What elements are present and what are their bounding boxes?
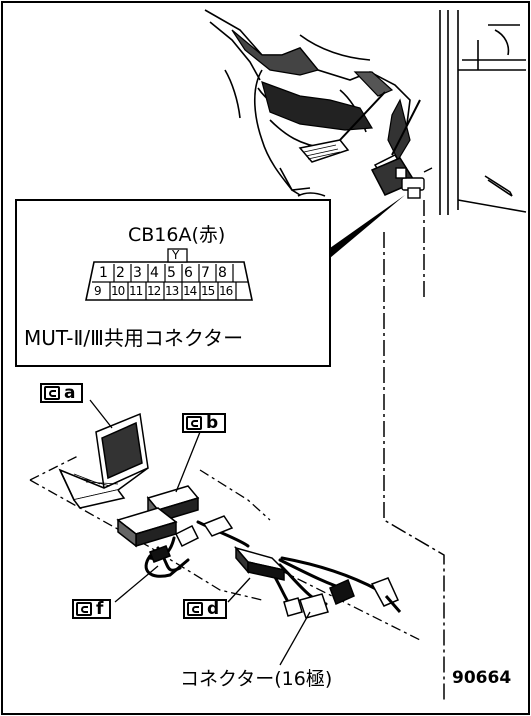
- connector-pin-row-top: 1 2 3 4 5 6 7 8: [97, 265, 250, 282]
- pin-label: 2: [116, 265, 125, 281]
- callout-letter: a: [64, 383, 76, 403]
- connector-pin-row-bottom: 9 10 11 12 13 14 15 16: [92, 284, 252, 300]
- pin-label: 3: [133, 265, 142, 281]
- figure-number: 90664: [452, 668, 512, 688]
- tool-icon: [186, 416, 202, 430]
- pin-label: 14: [183, 284, 197, 298]
- leader-wedge: [330, 195, 405, 258]
- brake-pedal: [298, 91, 386, 163]
- callout-d: d: [183, 599, 228, 619]
- pin-label: 4: [150, 265, 159, 281]
- callout-letter: f: [96, 599, 104, 619]
- callout-b: b: [182, 413, 227, 433]
- callout-letter: b: [206, 413, 219, 433]
- callout-letter: d: [207, 599, 220, 619]
- pin-label: 6: [184, 265, 193, 281]
- splitter-box: [233, 545, 287, 581]
- door-pillar: [439, 10, 527, 215]
- pin-label: 15: [201, 284, 215, 298]
- connector-caption: MUT-Ⅱ/Ⅲ共用コネクター: [24, 326, 244, 350]
- plug-heads: [149, 515, 402, 619]
- pin-label: 16: [219, 284, 233, 298]
- tool-icon: [44, 386, 60, 400]
- callout-a: a: [40, 383, 84, 403]
- pin-label: 5: [167, 265, 176, 281]
- pin-label: 9: [94, 284, 102, 298]
- pin-label: 7: [201, 265, 210, 281]
- diagnostic-socket: [395, 167, 433, 199]
- connector-marker: Y: [172, 248, 180, 262]
- tool-icon: [187, 602, 203, 616]
- connector-outline: [85, 261, 253, 301]
- callout-leaders: [89, 399, 311, 666]
- connector-title: CB16A(赤): [128, 224, 226, 246]
- dashboard-shading: [231, 29, 411, 162]
- pin-label: 13: [165, 284, 179, 298]
- pin-label: 1: [99, 265, 108, 281]
- laptop: [58, 412, 149, 509]
- tool-icon: [76, 602, 92, 616]
- pin-label: 8: [218, 265, 227, 281]
- inset-box: [15, 199, 331, 367]
- interface-box: [116, 485, 200, 548]
- pin-label: 12: [147, 284, 161, 298]
- pin-label: 10: [111, 284, 125, 298]
- callout-f: f: [72, 599, 112, 619]
- pin-label: 11: [129, 284, 143, 298]
- routing-dashed-lines: [383, 200, 445, 700]
- cable-label: コネクター(16極): [180, 668, 333, 690]
